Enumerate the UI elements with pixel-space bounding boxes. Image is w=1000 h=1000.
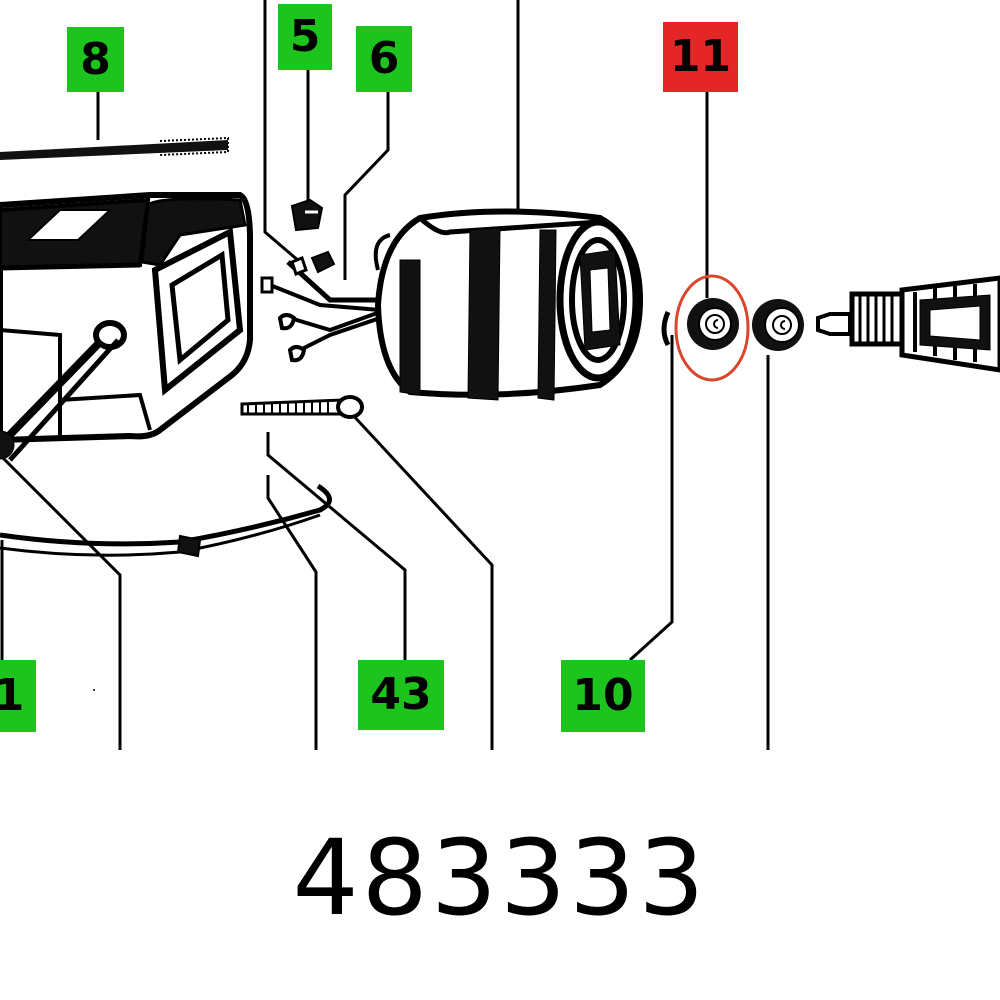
leader-screw	[348, 410, 494, 750]
leader-43	[266, 432, 407, 660]
leader-housing	[0, 453, 122, 750]
callout-1[interactable]: 1	[0, 660, 36, 732]
wire-bundle-part-6	[260, 250, 381, 363]
stator-field-coil	[373, 208, 644, 401]
part-number: 483333	[292, 817, 708, 939]
callout-11-highlighted[interactable]: 11	[663, 22, 738, 92]
rod-part-8	[0, 136, 229, 160]
speck	[93, 689, 95, 691]
brush-part-5	[290, 198, 324, 232]
highlight-ring	[674, 274, 750, 382]
leader-left-top	[263, 0, 301, 264]
armature	[816, 275, 1000, 373]
callout-10[interactable]: 10	[561, 660, 645, 732]
motor-housing	[0, 192, 253, 462]
callout-8[interactable]: 8	[67, 27, 124, 92]
bearing-second	[752, 299, 804, 351]
callout-5[interactable]: 5	[278, 4, 332, 70]
bearing-part-11	[674, 274, 750, 382]
leader-cable	[266, 475, 318, 750]
screw-part-43	[240, 395, 364, 419]
circlip-part-10	[661, 310, 671, 347]
power-cable	[0, 483, 332, 558]
leader-6	[343, 92, 390, 280]
leader-10	[628, 335, 674, 662]
callout-43[interactable]: 43	[358, 660, 444, 730]
callout-6[interactable]: 6	[356, 26, 412, 92]
leader-lines	[0, 0, 770, 750]
